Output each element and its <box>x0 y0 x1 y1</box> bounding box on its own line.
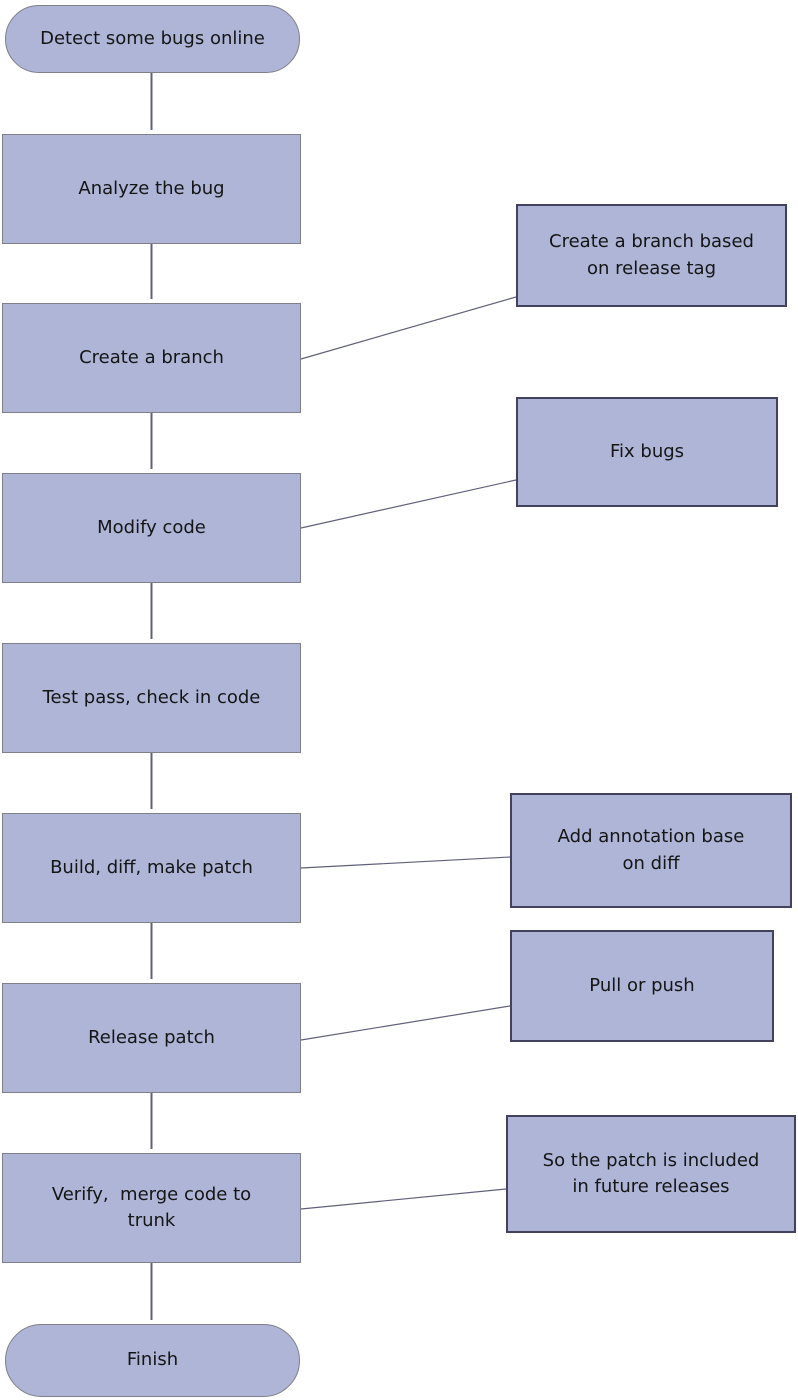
node-step-modify-code: Modify code <box>2 473 301 583</box>
node-end-terminator: Finish <box>5 1324 300 1397</box>
node-step-create-branch: Create a branch <box>2 303 301 413</box>
annotation-fix-bugs: Fix bugs <box>516 397 778 507</box>
annotation-add-annotation-diff: Add annotation base on diff <box>510 793 792 908</box>
connector-build-annotation <box>300 856 511 869</box>
node-step-analyze-bug: Analyze the bug <box>2 134 301 244</box>
connector-verify-annotation <box>300 1188 507 1210</box>
node-start-terminator: Detect some bugs online <box>5 5 300 73</box>
node-step-release-patch: Release patch <box>2 983 301 1093</box>
annotation-branch-based-on-tag: Create a branch based on release tag <box>516 204 787 307</box>
connector-modify-annotation <box>300 479 517 529</box>
node-step-verify-merge: Verify, merge code to trunk <box>2 1153 301 1263</box>
annotation-patch-future-releases: So the patch is included in future relea… <box>506 1115 796 1233</box>
connector-branch-annotation <box>300 296 517 360</box>
annotation-pull-or-push: Pull or push <box>510 930 774 1042</box>
node-step-test-pass: Test pass, check in code <box>2 643 301 753</box>
node-step-build-diff: Build, diff, make patch <box>2 813 301 923</box>
connector-release-annotation <box>300 1005 511 1041</box>
